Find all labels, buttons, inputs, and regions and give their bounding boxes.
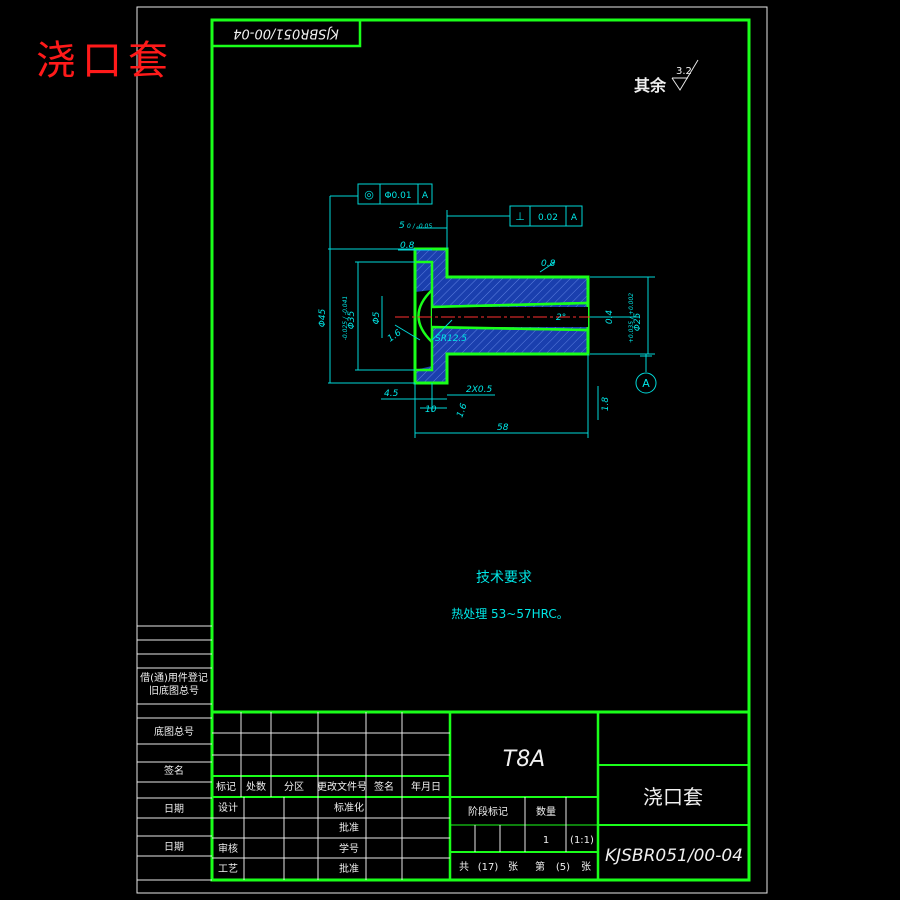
quantity-header: 数量 — [536, 805, 556, 818]
dim-sr125: SR12.5 — [435, 334, 467, 344]
dim-5-tol: 0 / -0.05 — [407, 223, 432, 230]
roughness-value: 3.2 — [676, 66, 692, 77]
dim-08-top: 0.8 — [400, 241, 415, 251]
coaxiality-datum: A — [422, 191, 429, 201]
title-block-grid — [212, 710, 749, 880]
dim-16: 1.6 — [386, 328, 404, 345]
dim-16b: 1.6 — [455, 402, 469, 419]
sheet-unit: 张 — [581, 861, 591, 873]
rev-header-3: 分区 — [284, 781, 304, 793]
drawing-no: KJSBR051/00-04 — [605, 846, 743, 866]
side-label-3: 底图总号 — [154, 725, 194, 738]
dim-phi45: Φ45 — [318, 308, 328, 327]
outer-border — [136, 6, 768, 894]
role-label-process: 工艺 — [218, 863, 238, 875]
dim-58: 58 — [497, 423, 509, 433]
sheets-total: (17) — [478, 862, 499, 873]
perpendicularity-symbol-icon: ⊥ — [515, 210, 525, 223]
title-red: 浇口套 — [36, 38, 174, 84]
rev-header-4: 更改文件号 — [317, 780, 367, 793]
sheets-total-label: 共 — [459, 861, 469, 873]
datum-circle — [635, 372, 657, 394]
dim-5: 5 — [399, 221, 405, 231]
datum-label: A — [642, 377, 650, 390]
tech-req-item: 热处理 53~57HRC。 — [451, 607, 569, 621]
role-label-review: 审核 — [218, 842, 238, 855]
role-label-design: 设计 — [218, 801, 238, 814]
side-label-5: 日期 — [164, 803, 184, 815]
rev-header-2: 处数 — [246, 780, 266, 793]
quantity-value: 1 — [543, 835, 549, 846]
roughness-label: 其余 — [634, 76, 667, 95]
roughness-symbol-icon — [671, 59, 699, 91]
perpendicularity-datum: A — [571, 213, 578, 223]
dim-2deg: 2° — [556, 313, 566, 323]
mid-label-approve: 批准 — [339, 821, 359, 834]
coaxiality-frame — [357, 183, 433, 205]
perpendicularity-value: 0.02 — [538, 213, 558, 223]
mid-label-student: 学号 — [339, 842, 359, 855]
side-label-4: 签名 — [164, 764, 184, 777]
dim-10: 10 — [425, 405, 437, 415]
std-label-standard: 标准化 — [334, 801, 364, 814]
side-label-6: 日期 — [164, 841, 184, 853]
scale-value: (1:1) — [570, 835, 594, 846]
drawing-no-box — [210, 18, 362, 48]
inner-frame — [210, 18, 751, 882]
dim-phi5: Φ5 — [372, 311, 382, 324]
dim-04: 0.4 — [605, 310, 615, 325]
dim-phi25-tol: +0.035 / +0.002 — [628, 293, 635, 343]
stage-header: 阶段标记 — [468, 805, 508, 818]
dim-18: 1.8 — [601, 397, 611, 412]
tech-req-title: 技术要求 — [476, 570, 532, 586]
dimension-lines — [328, 195, 655, 438]
side-strip-grid — [137, 625, 212, 857]
bore-edges — [431, 301, 589, 332]
material: T8A — [503, 747, 546, 772]
std-label-approve: 批准 — [339, 862, 359, 875]
sheet-no: (5) — [556, 862, 570, 873]
sheets-unit: 张 — [508, 861, 518, 873]
dim-phi25: Φ25 — [633, 312, 643, 331]
dim-45: 4.5 — [384, 389, 399, 399]
dim-phi35-tol: -0.025 / -0.041 — [342, 296, 349, 341]
part-name: 浇口套 — [643, 785, 703, 809]
dim-phi35: Φ35 — [347, 310, 357, 329]
coaxiality-value: Φ0.01 — [384, 191, 411, 201]
spherical-seat — [417, 289, 433, 343]
rev-header-1: 标记 — [216, 781, 236, 793]
perpendicularity-frame — [509, 205, 583, 227]
drawing-no-rotated: KJSBR051/00-04 — [233, 26, 339, 41]
side-label-1: 借(通)用件登记 — [140, 671, 208, 684]
rev-header-5: 签名 — [374, 780, 394, 793]
dim-08-mid: 0.8 — [541, 259, 556, 269]
sheet-no-label: 第 — [535, 860, 545, 873]
coaxiality-symbol-icon: ◎ — [364, 188, 374, 201]
side-label-2: 旧底图总号 — [149, 684, 199, 697]
dim-2x05: 2X0.5 — [466, 385, 492, 395]
rev-header-6: 年月日 — [411, 780, 441, 793]
